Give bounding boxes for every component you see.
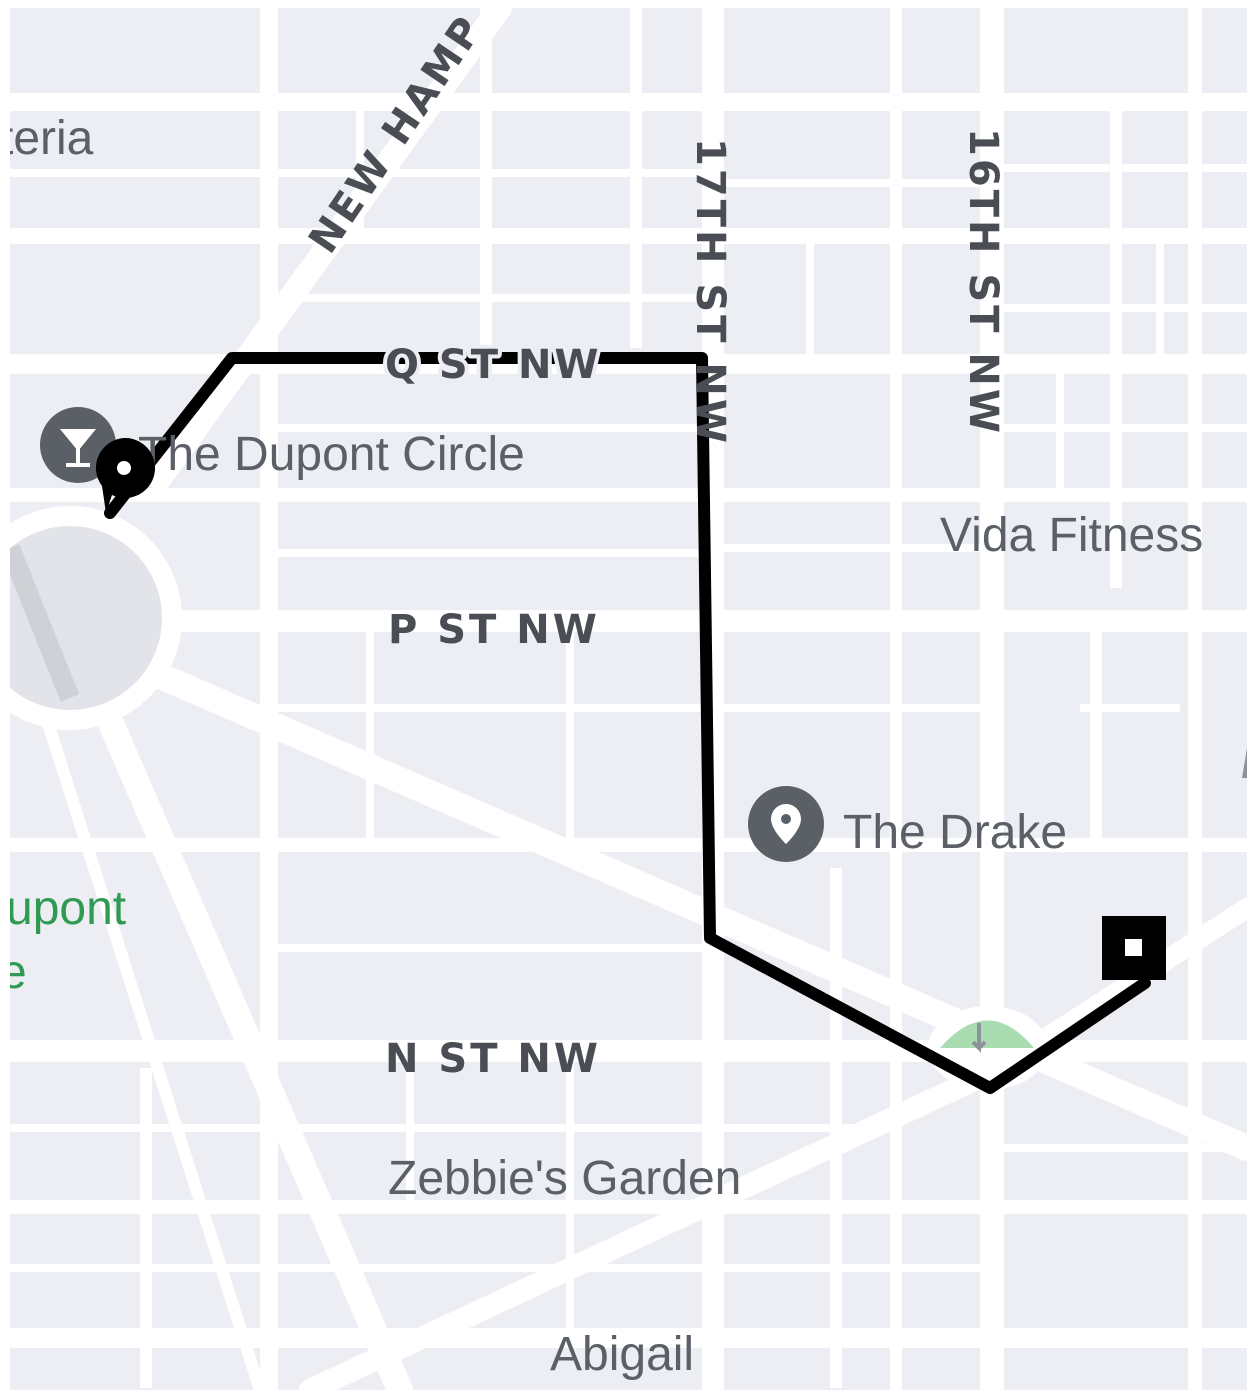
map-canvas[interactable]: NEW HAMP Q ST NW 17TH ST NW 16TH ST NW P… — [10, 8, 1247, 1390]
road-16th — [980, 8, 1004, 1390]
street-label-n-st: N ST NW — [385, 1036, 601, 1082]
origin-pin-shape — [95, 437, 156, 513]
road-v — [1110, 108, 1122, 588]
road-h — [10, 228, 1247, 244]
place-label-zebbies-garden[interactable]: Zebbie's Garden — [388, 1152, 741, 1205]
road-17th — [702, 8, 724, 1390]
road-v — [1090, 628, 1102, 848]
park-label-dupont-line1[interactable]: upont — [10, 882, 126, 935]
origin-pin-icon[interactable] — [95, 437, 156, 513]
place-label-partial: teria — [10, 112, 94, 165]
road-diagonal-massachusetts — [37, 615, 1247, 1161]
place-label-dupont-circle[interactable]: The Dupont Circle — [138, 428, 525, 481]
scott-circle — [928, 1006, 1048, 1090]
location-pin-icon[interactable] — [748, 786, 824, 862]
road-v — [1188, 8, 1202, 1390]
circle-underpass — [10, 544, 80, 702]
cocktail-stem — [76, 449, 80, 465]
place-label-vida-fitness[interactable]: Vida Fitness — [940, 509, 1203, 562]
dupont-circle-roundabout — [10, 506, 182, 730]
place-label-abigail[interactable]: Abigail — [550, 1328, 694, 1381]
road-h — [10, 488, 1247, 502]
road-h — [10, 1328, 1247, 1348]
cocktail-base — [66, 463, 90, 467]
road-diagonal — [34, 692, 266, 1390]
edge-arrow-icon — [1242, 748, 1247, 778]
road-p-st — [10, 610, 1247, 632]
road-diagonal-new-hampshire — [148, 8, 512, 490]
cocktail-glass — [60, 429, 96, 451]
street-label-p-st: P ST NW — [388, 607, 600, 653]
diagonal-roads — [34, 8, 1247, 1390]
road-h — [10, 93, 1247, 111]
road-v — [890, 8, 902, 1390]
road-diagonal — [299, 1057, 1011, 1390]
road-h — [10, 838, 1247, 852]
poi-pin-hole — [781, 814, 791, 824]
road-v — [480, 8, 492, 348]
park-arrow-icon — [971, 1023, 987, 1053]
road-v — [260, 8, 278, 1390]
park-fill — [940, 1020, 1034, 1048]
park-label-dupont-line2[interactable]: e — [10, 946, 27, 999]
map-svg: NEW HAMP Q ST NW 17TH ST NW 16TH ST NW P… — [10, 8, 1247, 1390]
street-label-q-st: Q ST NW — [385, 342, 602, 388]
street-label-16th: 16TH ST NW — [960, 128, 1006, 436]
destination-square-icon[interactable] — [1102, 916, 1166, 980]
road-v — [140, 1068, 152, 1388]
place-label-the-drake[interactable]: The Drake — [843, 806, 1067, 859]
route-line — [104, 352, 1151, 1094]
origin-pin-dot — [117, 461, 131, 475]
destination-square-inner — [1125, 939, 1142, 956]
road-v — [630, 8, 642, 348]
street-label-17th: 17TH ST NW — [687, 138, 733, 446]
road-diagonal-connecticut — [87, 685, 413, 1390]
